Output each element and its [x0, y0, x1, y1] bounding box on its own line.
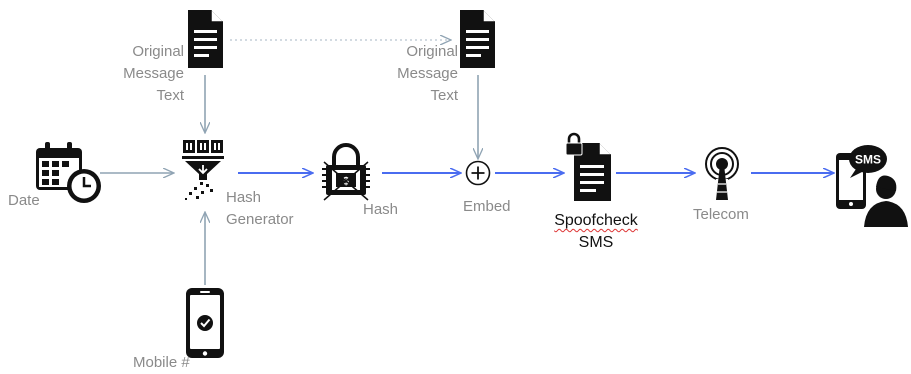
hash-lock-icon: $ [322, 143, 370, 201]
sms-phone-user-icon: SMS [836, 145, 908, 227]
original-message-text-label-2: Original Message Text [397, 43, 458, 104]
telecom-label: Telecom [693, 206, 749, 223]
hash-generator-label: Hash Generator [226, 189, 294, 228]
embed-label: Embed [463, 198, 511, 215]
document-icon [460, 10, 495, 68]
telecom-tower-icon [705, 147, 739, 200]
hash-label: Hash [363, 201, 399, 218]
embed-plus-icon [465, 160, 491, 186]
spoofcheck-sms-label: Spoofcheck SMS [554, 212, 638, 251]
mobile-number-label: Mobile # [133, 354, 190, 371]
document-icon [188, 10, 223, 68]
mobile-phone-icon [186, 288, 224, 358]
calendar-clock-icon [36, 142, 101, 203]
hash-generator-icon [182, 140, 224, 200]
date-label: Date [8, 192, 40, 209]
locked-document-icon [565, 132, 611, 201]
sms-bubble-text: SMS [855, 153, 881, 167]
original-message-text-label-1: Original Message Text [123, 43, 184, 104]
